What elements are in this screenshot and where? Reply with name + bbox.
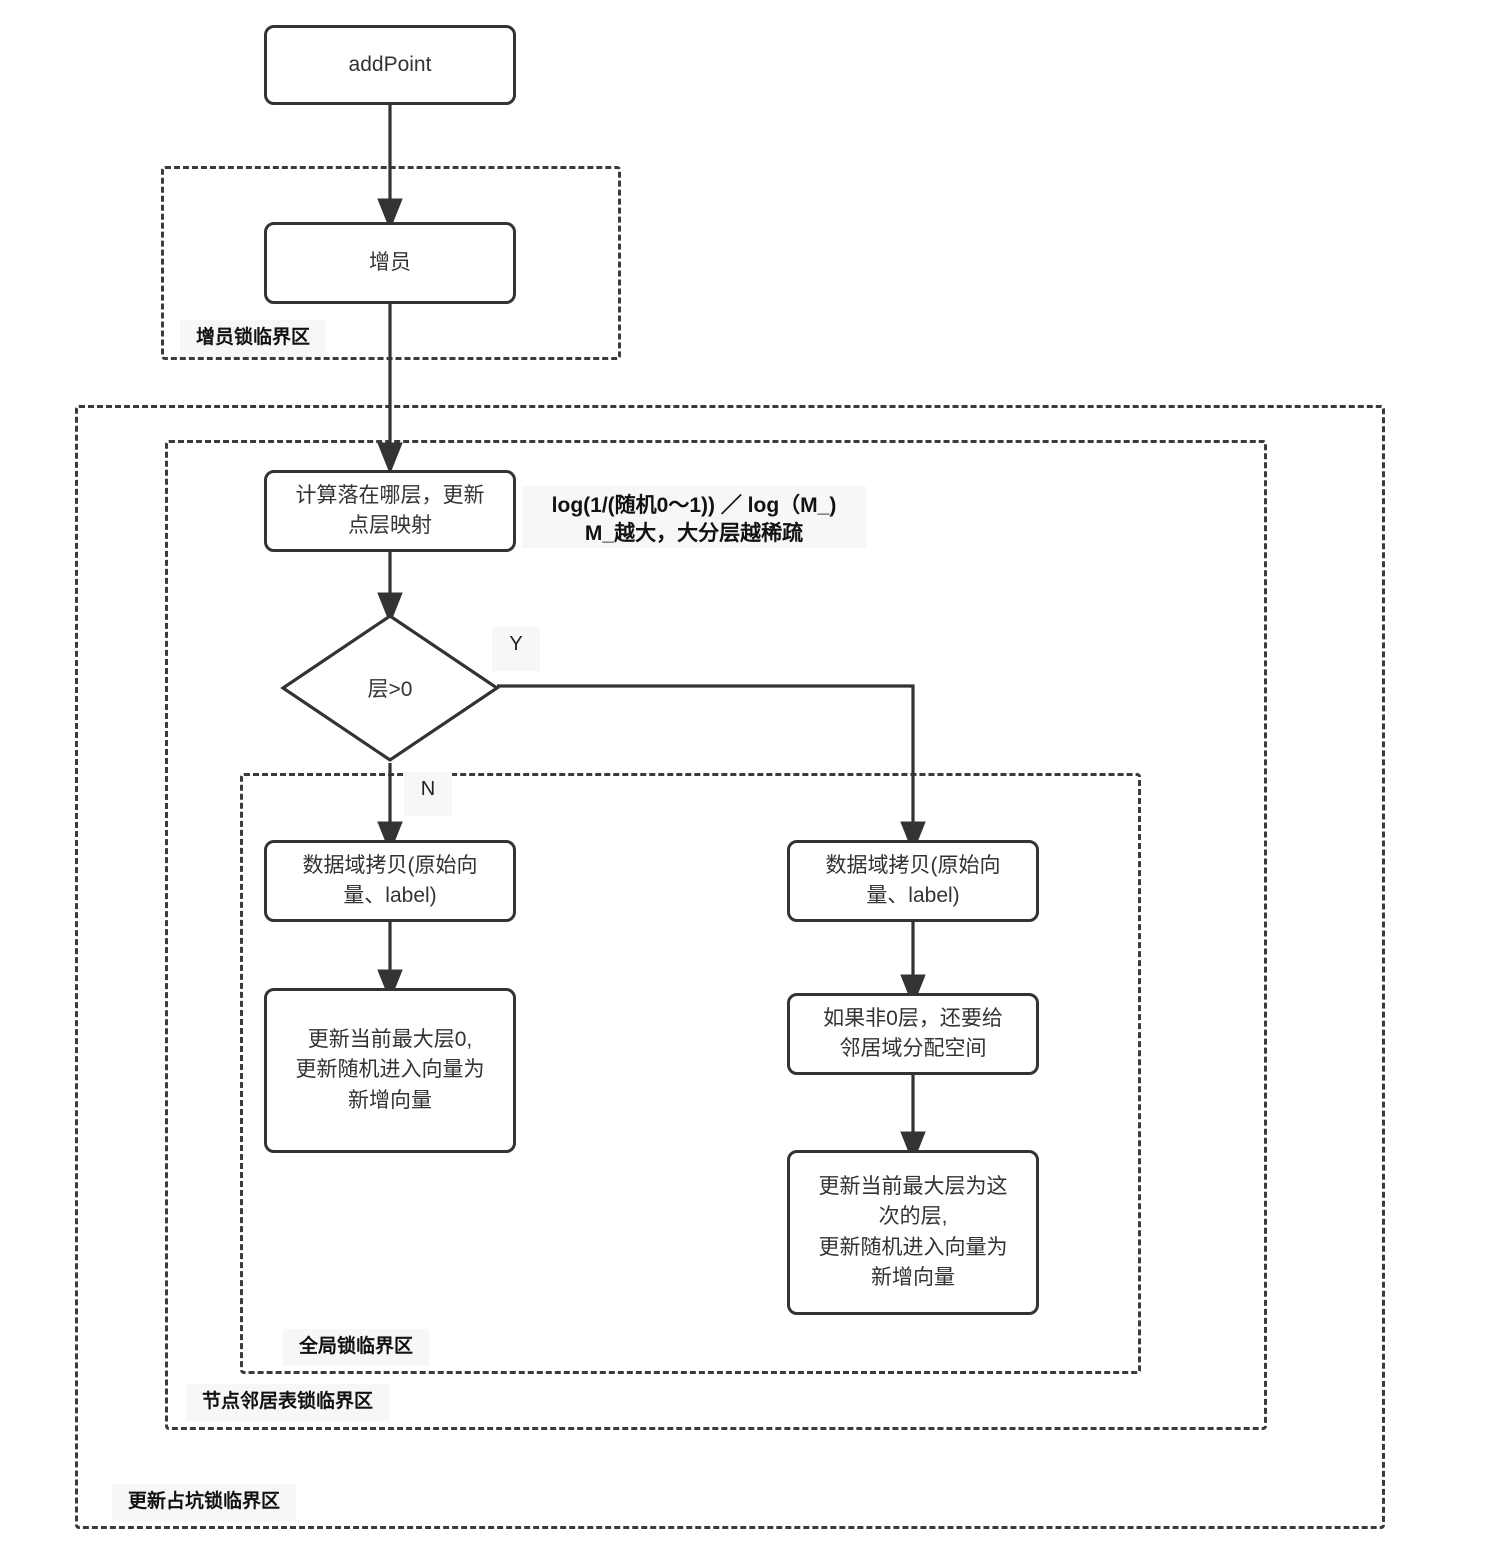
edge-label-no: N (404, 772, 452, 816)
node-update-max-layer-this-label: 更新当前最大层为这 次的层, 更新随机进入向量为 新增向量 (818, 1174, 1008, 1289)
node-increment-member-label: 增员 (369, 250, 411, 274)
node-copy-data-left[interactable]: 数据域拷贝(原始向 量、label) (264, 840, 516, 922)
decision-layer-gt-zero-label: 层>0 (367, 678, 413, 701)
scope-label-global-lock: 全局锁临界区 (283, 1329, 430, 1366)
scope-node-neighbor-table-lock (165, 440, 1267, 1430)
node-add-point-label: addPoint (348, 52, 432, 76)
scope-label-node-neighbor-table-lock: 节点邻居表锁临界区 (186, 1384, 390, 1421)
node-copy-data-right-label: 数据域拷贝(原始向 量、label) (825, 853, 1001, 907)
edge-label-yes: Y (492, 627, 540, 671)
node-copy-data-left-label: 数据域拷贝(原始向 量、label) (302, 853, 478, 907)
note-layer-formula: log(1/(随机0～1)) ／ log（M_) M_越大，大分层越稀疏 (522, 486, 866, 548)
scope-update-slot-lock (75, 405, 1385, 1529)
node-update-max-layer-this[interactable]: 更新当前最大层为这 次的层, 更新随机进入向量为 新增向量 (787, 1150, 1039, 1315)
node-copy-data-right[interactable]: 数据域拷贝(原始向 量、label) (787, 840, 1039, 922)
decision-layer-gt-zero[interactable]: 层>0 (280, 613, 500, 763)
node-compute-layer-label: 计算落在哪层，更新 点层映射 (295, 483, 485, 537)
scope-label-update-slot-lock: 更新占坑锁临界区 (112, 1484, 297, 1521)
node-increment-member[interactable]: 增员 (264, 222, 516, 304)
node-alloc-neighbor-space[interactable]: 如果非0层，还要给 邻居域分配空间 (787, 993, 1039, 1075)
node-update-max-layer-zero-label: 更新当前最大层0, 更新随机进入向量为 新增向量 (295, 1027, 485, 1112)
node-compute-layer[interactable]: 计算落在哪层，更新 点层映射 (264, 470, 516, 552)
node-add-point[interactable]: addPoint (264, 25, 516, 105)
scope-label-increment-lock: 增员锁临界区 (180, 320, 327, 357)
node-update-max-layer-zero[interactable]: 更新当前最大层0, 更新随机进入向量为 新增向量 (264, 988, 516, 1153)
node-alloc-neighbor-space-label: 如果非0层，还要给 邻居域分配空间 (823, 1006, 1003, 1060)
